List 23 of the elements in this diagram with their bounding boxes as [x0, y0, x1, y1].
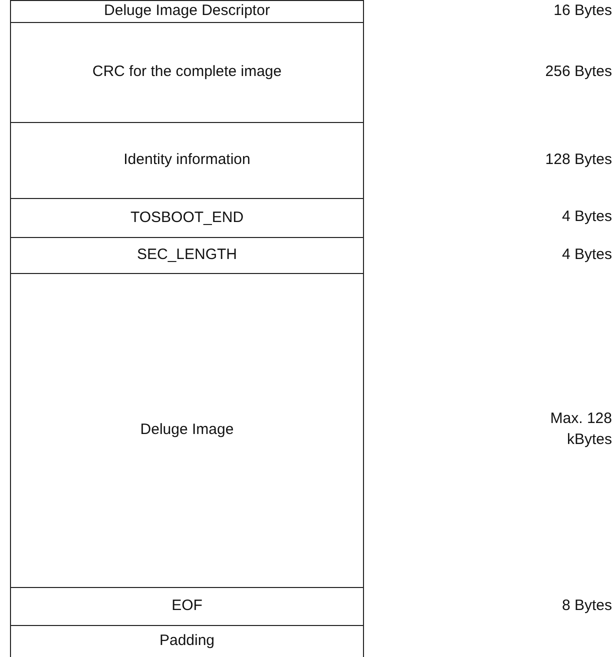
memory-section-box [10, 273, 364, 588]
memory-section-box [10, 0, 364, 23]
size-label: 4 Bytes [562, 207, 612, 228]
size-label: 16 Bytes [554, 0, 612, 21]
memory-section-box [10, 198, 364, 238]
size-label: Max. 128 kBytes [549, 409, 612, 450]
section-name: TOSBOOT_END [130, 208, 244, 228]
section-name: SEC_LENGTH [136, 246, 238, 265]
memory-section-box [10, 587, 364, 626]
section-name: Identity information [124, 151, 250, 170]
size-label: 256 Bytes [545, 62, 612, 82]
size-label: 4 Bytes [562, 244, 612, 265]
memory-section-box [10, 625, 364, 657]
memory-section-box [10, 237, 364, 274]
memory-section-box [10, 22, 364, 123]
section-name: EOF [172, 597, 202, 616]
size-label: 8 Bytes [562, 596, 612, 616]
section-name: Deluge Image Descriptor [104, 2, 270, 21]
section-name: Deluge Image [140, 421, 234, 440]
size-label: 128 Bytes [545, 150, 612, 170]
section-name: Padding [159, 632, 215, 651]
section-name: CRC for the complete image [92, 63, 282, 82]
memory-section-box [10, 122, 364, 199]
